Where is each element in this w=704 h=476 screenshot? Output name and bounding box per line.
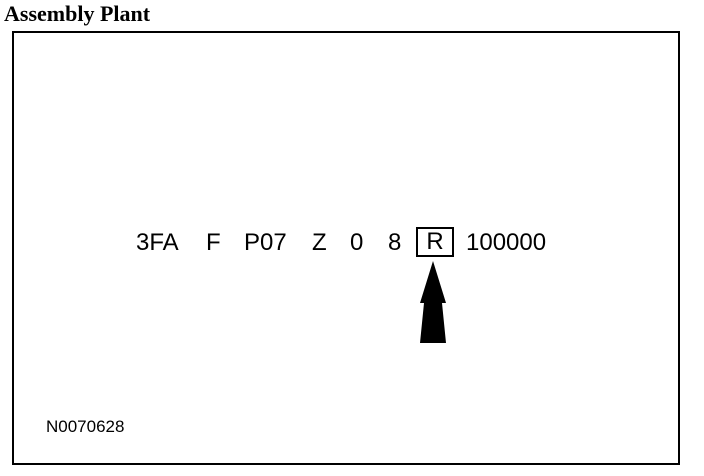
vin-segment-model-year: 8 — [388, 229, 402, 256]
vin-segment-line-series-body: P07 — [244, 229, 287, 256]
vin-segment-serial-number: 100000 — [466, 229, 547, 256]
figure-id: N0070628 — [46, 417, 125, 436]
vin-segment-check-digit: 0 — [350, 229, 364, 256]
vin-segment-engine: Z — [312, 229, 327, 256]
up-arrow-icon — [420, 261, 446, 343]
section-heading: Assembly Plant — [4, 1, 151, 26]
vin-segment-restraint: F — [206, 229, 221, 256]
vin-segment-assembly-plant: R — [416, 227, 454, 257]
vin-segment-wmi: 3FA — [136, 229, 179, 256]
vin-diagram-frame: 3FA F P07 Z 0 8 R 100000 N0070628 — [12, 31, 680, 465]
vin-code-row: 3FA F P07 Z 0 8 R 100000 — [14, 227, 678, 259]
